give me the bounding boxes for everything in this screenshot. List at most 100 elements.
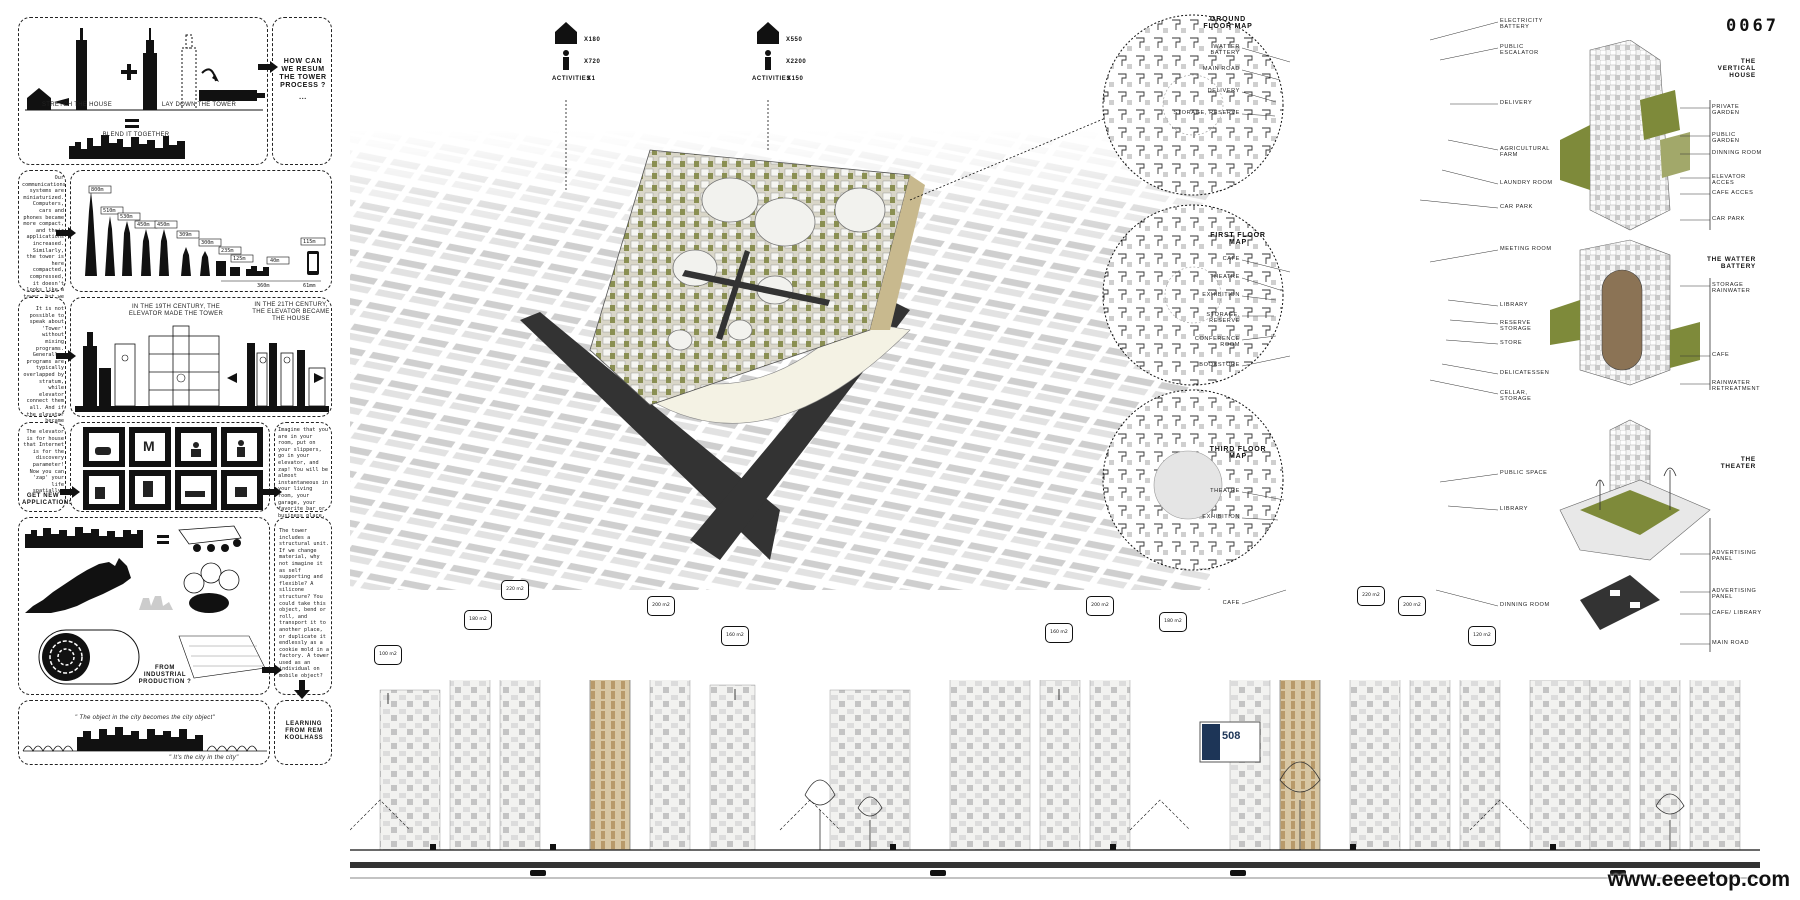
height-125: 125m [233, 256, 246, 262]
area-tag-3: 200 m2 [647, 596, 675, 616]
height-115: 115m [303, 239, 316, 245]
tf-left-1: EXHIBITION [1202, 514, 1240, 520]
gf-right-5: CAR PARK [1500, 204, 1533, 210]
arrow-down-icon [294, 680, 310, 699]
gf-left-1: MAIN ROAD [1202, 66, 1240, 72]
hand-pointer-icon [262, 486, 282, 498]
industrial-diagram [25, 525, 266, 685]
hand-pointer-icon [262, 664, 282, 676]
aerial-view [350, 22, 1210, 590]
stat1-activities: X1 [587, 76, 596, 82]
panel-tower-heights: 800m 510m 530m 450m 450m 309m 300m 235m … [70, 170, 332, 292]
stretch-laydown-diagram [25, 28, 265, 159]
height-40: 40m [270, 258, 280, 264]
panel-elevator-history: IN THE 19TH CENTURY, THE ELEVATOR MADE T… [70, 297, 332, 417]
gf-right-1: PUBLIC ESCALATOR [1500, 44, 1539, 56]
street-section [350, 680, 1760, 885]
stat2-activities: X150 [787, 76, 804, 82]
height-450a: 450m [137, 222, 150, 228]
height-309: 309m [179, 232, 192, 238]
ff-right-1: LIBRARY [1500, 302, 1529, 308]
area-tag-0: 100 m2 [374, 645, 402, 665]
question-dots: ... [299, 94, 307, 101]
wb-label-2: RAINWATER RETREATMENT [1712, 380, 1761, 392]
width-61: 61mm [303, 283, 316, 289]
gf-right-4: LAUNDRY ROOM [1500, 180, 1553, 186]
tf-right-2: DINNING ROOM [1500, 602, 1550, 608]
elevator-history-diagram [75, 325, 329, 412]
koolhaas-quote-1: " The object in the city becomes the cit… [74, 715, 216, 721]
ff-right-4: DELICATESSEN [1500, 370, 1550, 376]
panel-zap-text: Imagine that you are in your room, put o… [274, 422, 332, 532]
vh-label-2: DINNING ROOM [1712, 150, 1762, 156]
ff-right-3: STORE [1500, 340, 1523, 346]
ff-left-4: CONFERENCE ROOM [1194, 336, 1240, 348]
gf-right-3: AGRICULTURAL FARM [1500, 146, 1550, 158]
width-360: 360m [257, 283, 270, 289]
applications-text: The elevator is for house that Internet … [23, 429, 64, 495]
ff-right-2: RESERVE STORAGE [1500, 320, 1532, 332]
height-510: 510m [103, 208, 116, 214]
panel-concept-stretch: STRETCH THE HOUSE LAY DOWN THE TOWER BLE… [18, 17, 268, 165]
ground-floor-title: GROUND FLOOR MAP [1203, 16, 1253, 30]
th-label-3: MAIN ROAD [1712, 640, 1750, 646]
panel-koolhaas: " The object in the city becomes the cit… [18, 700, 270, 765]
panel-applications-text: The elevator is for house that Internet … [18, 422, 75, 512]
billboard-sign: 508 [1222, 730, 1241, 742]
stat2-people: X2200 [786, 59, 807, 65]
hand-pointer-icon [258, 61, 278, 73]
silicone-text: The tower includes a structural unit. If… [279, 528, 329, 680]
gf-right-2: DELIVERY [1500, 100, 1533, 106]
height-450b: 450m [157, 222, 170, 228]
vh-label-5: CAR PARK [1712, 216, 1745, 222]
hand-pointer-icon [56, 227, 76, 239]
th-label-1: ADVERTISING PANEL [1712, 588, 1757, 600]
question-text: HOW CAN WE RESUM THE TOWER PROCESS ? [279, 58, 327, 89]
plan-leader-lines [1241, 21, 1499, 607]
gf-left-0: WATTER BATTERY [1210, 44, 1240, 56]
vh-label-3: ELEVATOR ACCES [1712, 174, 1746, 186]
theater-title: THE THEATER [1720, 456, 1756, 470]
ff-left-5: BOOKSTORE [1199, 362, 1240, 368]
gf-left-2: DELIVERY [1207, 88, 1240, 94]
hand-pointer-icon [60, 486, 80, 498]
panel-learning: LEARNING FROM REM KOOLHASS [274, 700, 332, 765]
wb-label-0: STORAGE RAINWATER [1712, 282, 1751, 294]
tf-left-0: THEATRE [1210, 488, 1240, 494]
century19-caption: IN THE 19TH CENTURY, THE ELEVATOR MADE T… [128, 304, 224, 317]
vertical-house-title: THE VERTICAL HOUSE [1717, 58, 1756, 79]
panel-industrial: FROM INDUSTRIAL PRODUCTION ? [18, 517, 270, 695]
koolhaas-quote-2: " It's the city in the city" [169, 755, 239, 761]
area-tag-8: 220 m2 [1357, 586, 1385, 606]
stretch-label: STRETCH THE HOUSE [42, 102, 112, 108]
ff-left-3: STORAGE, RESERVE [1206, 312, 1240, 324]
height-300: 300m [201, 240, 214, 246]
vh-label-0: PRIVATE GARDEN [1712, 104, 1740, 116]
project-number: 0067 [1726, 16, 1779, 36]
elevator-text: It is not possible to speak about 'Tower… [23, 306, 64, 450]
gf-right-0: ELECTRICITY BATTERY [1500, 18, 1543, 30]
wb-label-1: CAFE [1712, 352, 1730, 358]
third-floor-title: THIRD FLOOR MAP [1209, 446, 1267, 460]
stat2-activities-label: ACTIVITIES [752, 76, 792, 82]
panel-question: HOW CAN WE RESUM THE TOWER PROCESS ? ... [272, 17, 332, 165]
ff-right-0: MEETING ROOM [1500, 246, 1552, 252]
panel-elevator-rooms: M [70, 422, 270, 512]
tower-heights-chart [85, 185, 326, 282]
area-tag-7: 180 m2 [1159, 612, 1187, 632]
stat1-people: X720 [584, 59, 601, 65]
area-tag-10: 120 m2 [1468, 626, 1496, 646]
ff-left-2: EXHIBITION [1202, 292, 1240, 298]
stat1-houses: X180 [584, 37, 601, 43]
height-800: 800m [91, 187, 104, 193]
city-skyline-arches [22, 727, 267, 752]
area-tag-6: 200 m2 [1086, 596, 1114, 616]
panel-silicone-text: The tower includes a structural unit. If… [274, 517, 332, 695]
area-tag-5: 160 m2 [1045, 623, 1073, 643]
ff-left-1: THEATRE [1210, 274, 1240, 280]
watermark: www.eeeetop.com [1607, 868, 1790, 891]
th-label-2: CAFE/ LIBRARY [1712, 610, 1762, 616]
tf-left-2: CAFE [1222, 600, 1240, 606]
laydown-label: LAY DOWN THE TOWER [161, 102, 237, 108]
area-tag-4: 160 m2 [721, 626, 749, 646]
